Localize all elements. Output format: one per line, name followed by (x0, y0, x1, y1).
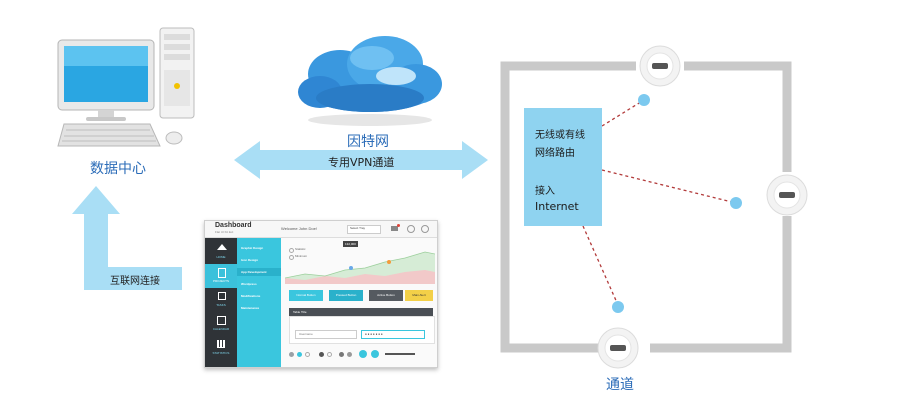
dashboard-subtitle: Flat UI Kit Ext (215, 230, 234, 234)
chevron-right-icon[interactable] (371, 350, 379, 358)
radio-control[interactable] (289, 352, 294, 357)
dashboard-area-chart (285, 251, 435, 284)
chart-tooltip: 132,000 (343, 241, 358, 247)
router-line4: Internet (535, 200, 579, 213)
nav-calendar-label: CALENDAR (212, 327, 230, 331)
dashboard-submenu: Graphic Design Icon Design App Developme… (237, 238, 281, 367)
chart-point (387, 260, 391, 264)
table-title: Table Title (293, 310, 307, 314)
legend-dot (289, 248, 294, 253)
home-icon (217, 244, 227, 250)
nav-statistics[interactable]: STATISTICS (205, 336, 237, 360)
vpn-label: 专用VPN通道 (328, 156, 395, 169)
slider-track[interactable] (385, 353, 415, 355)
nav-calendar[interactable]: CALENDAR (205, 312, 237, 336)
radio-control[interactable] (319, 352, 324, 357)
signal-dot (612, 301, 624, 313)
menu-item[interactable]: Icon Design (241, 258, 259, 262)
password-field[interactable]: ● ● ● ● ● ● ● (361, 330, 425, 339)
signal-dot (638, 94, 650, 106)
radio-control[interactable] (297, 352, 302, 357)
select-tray[interactable]: Select Tray (347, 225, 381, 234)
access-point-bottom (597, 327, 639, 369)
bar-chart-icon (217, 340, 225, 348)
radio-control[interactable] (339, 352, 344, 357)
radio-control[interactable] (305, 352, 310, 357)
chart-point (349, 266, 353, 270)
main-alert-button[interactable]: Main Alert (405, 290, 433, 301)
nav-tasks-label: TASKS (216, 303, 226, 307)
chevron-left-icon[interactable] (359, 350, 367, 358)
internet-link-arrow (72, 186, 182, 290)
notification-badge (397, 224, 400, 227)
legend-statistic: Statistic (295, 247, 306, 251)
menu-item-active[interactable] (237, 268, 281, 276)
gear-icon[interactable] (407, 225, 415, 233)
calendar-icon (217, 316, 226, 325)
radio-control[interactable] (327, 352, 332, 357)
dashboard-title: Dashboard (215, 222, 252, 229)
dashboard-screenshot: Dashboard Flat UI Kit Ext Welcome John D… (204, 220, 438, 368)
username-placeholder: Username (299, 332, 313, 336)
dashboard-sidebar: HOME PROJECTS TASKS CALENDAR STATISTICS (205, 238, 237, 367)
radio-control[interactable] (347, 352, 352, 357)
router-box: 无线或有线 网络路由 接入 Internet (524, 108, 602, 226)
nav-projects[interactable]: PROJECTS (205, 264, 237, 288)
cloud-label: 因特网 (347, 134, 389, 150)
table-title-bar: Table Title (289, 308, 433, 316)
signal-lines (582, 99, 737, 306)
active-button[interactable]: Active Button (369, 290, 403, 301)
router-line1: 无线或有线 (535, 130, 585, 141)
access-point-top (639, 45, 681, 87)
cloud-icon (298, 36, 442, 126)
channel-frame (500, 61, 792, 353)
welcome-text: Welcome John Doe! (281, 226, 317, 231)
nav-statistics-label: STATISTICS (212, 351, 230, 355)
menu-item[interactable]: Wordpress (241, 282, 257, 286)
normal-button[interactable]: Normal Button (289, 290, 323, 301)
legend-dot (289, 255, 294, 260)
password-dots: ● ● ● ● ● ● ● (365, 332, 383, 336)
checkbox-icon (218, 292, 226, 300)
datacenter-label: 数据中心 (90, 161, 146, 177)
router-line3: 接入 (535, 186, 555, 197)
username-field[interactable]: Username (295, 330, 357, 339)
menu-item[interactable]: Maintenance (241, 306, 260, 310)
menu-item[interactable]: Modifications (241, 294, 261, 298)
menu-item[interactable]: App Development (241, 270, 267, 274)
clipboard-icon (218, 268, 226, 278)
vpn-double-arrow (234, 141, 488, 179)
signal-dots (612, 94, 742, 313)
nav-projects-label: PROJECTS (212, 279, 229, 283)
nav-home[interactable]: HOME (205, 240, 237, 264)
signal-dot (730, 197, 742, 209)
legend-minimum: Minimum (295, 254, 308, 258)
menu-item[interactable]: Graphic Design (241, 246, 264, 250)
access-point-right (766, 174, 808, 216)
nav-tasks[interactable]: TASKS (205, 288, 237, 312)
channel-label: 通道 (606, 377, 634, 393)
mail-icon[interactable] (391, 226, 398, 231)
computer-icon (57, 27, 195, 147)
power-icon[interactable] (421, 225, 429, 233)
dashboard-content: Statistic Minimum 132,000 Normal Button … (281, 238, 437, 367)
router-line2: 网络路由 (535, 148, 575, 159)
internet-link-label: 互联网连接 (110, 276, 160, 287)
pressed-button[interactable]: Pressed Button (329, 290, 363, 301)
nav-home-label: HOME (216, 255, 226, 259)
dashboard-header: Dashboard Flat UI Kit Ext Welcome John D… (205, 221, 437, 238)
